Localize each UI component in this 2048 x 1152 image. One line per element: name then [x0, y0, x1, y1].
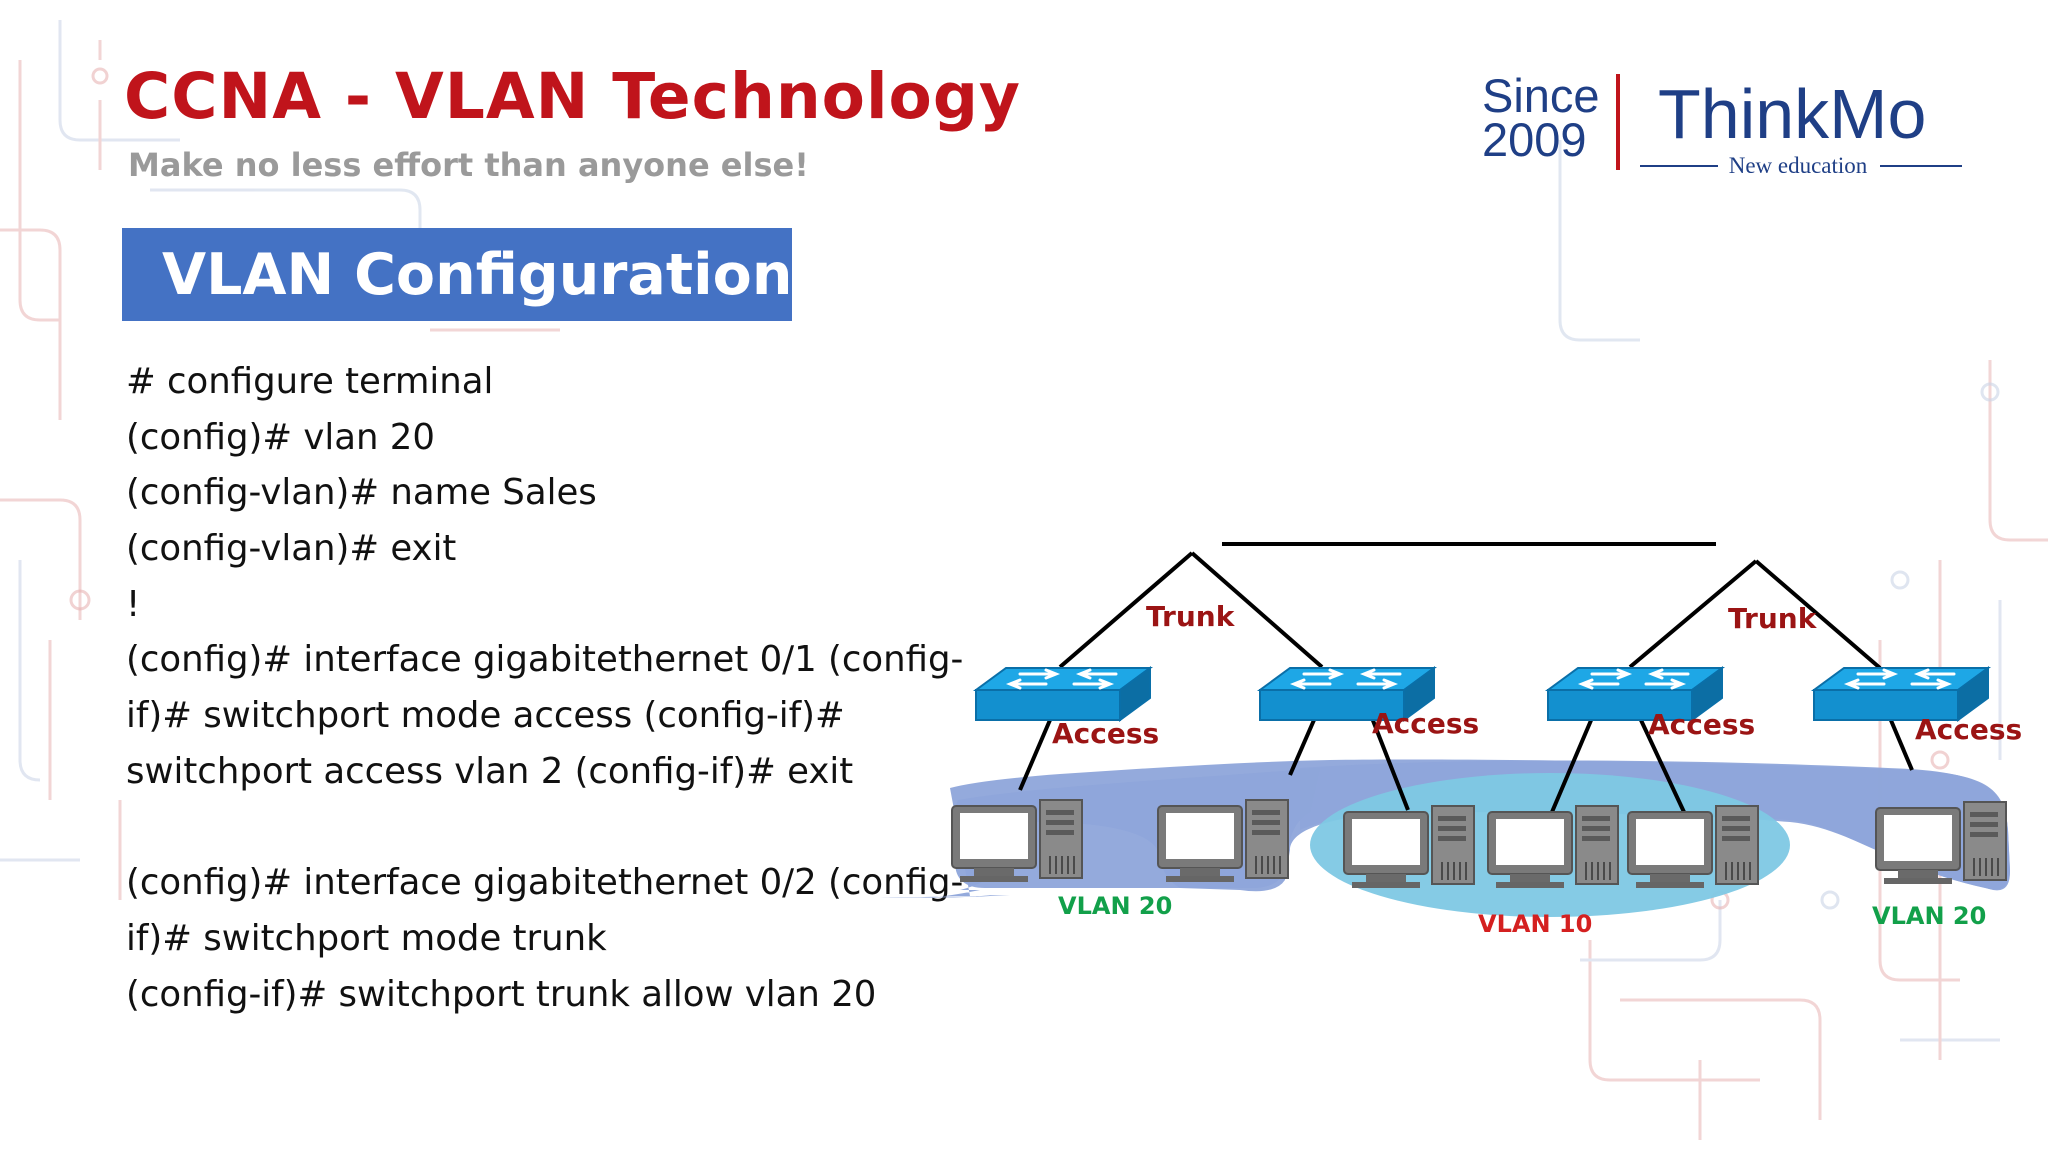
logo-tag-line-right [1880, 165, 1962, 167]
config-line: if)# switchport mode trunk [126, 917, 607, 959]
access-link [1550, 717, 1594, 813]
access-link [1018, 719, 1052, 791]
vlan10-label: VLAN 10 [1478, 910, 1592, 938]
config-line: switchport access vlan 2 (config-if)# ex… [126, 750, 854, 792]
config-line: (config-vlan)# exit [126, 528, 457, 570]
access-label: Access [1915, 713, 2022, 746]
logo-since-text: Since [1482, 69, 1600, 122]
page-title: CCNA - VLAN Technology [124, 60, 1021, 133]
trunk-link [1058, 551, 1194, 669]
config-line: (config-if)# switchport trunk allow vlan… [126, 973, 877, 1015]
section-title: VLAN Configuration [162, 241, 793, 308]
trunk-link [1628, 559, 1758, 669]
thinkmo-logo: Since 2009 ThinkMo New education [1472, 68, 1992, 180]
config-line: if)# switchport mode access (config-if)# [126, 695, 845, 737]
section-header: VLAN Configuration [122, 228, 792, 321]
trunk-link [1754, 559, 1882, 670]
logo-divider [1616, 74, 1620, 170]
access-label: Access [1052, 717, 1159, 750]
trunk-link [1190, 551, 1324, 669]
logo-year-text: 2009 [1482, 113, 1587, 166]
config-line: (config-vlan)# name Sales [126, 472, 597, 514]
switch-icon [974, 666, 1152, 722]
logo-name: ThinkMo [1658, 75, 1927, 153]
logo-tagline: New education [1728, 153, 1868, 178]
access-label: Access [1648, 708, 1755, 741]
vlan20-label: VLAN 20 [1872, 902, 1986, 930]
config-line: (config)# interface gigabitethernet 0/1 … [126, 639, 964, 681]
config-line: ! [126, 583, 141, 625]
logo-tag-line-left [1640, 165, 1718, 167]
config-commands: # configure terminal (config)# vlan 20 (… [126, 354, 972, 1022]
access-label: Access [1372, 707, 1479, 740]
config-line: (config)# interface gigabitethernet 0/2 … [126, 862, 964, 904]
trunk-label: Trunk [1728, 602, 1818, 635]
config-line: (config)# vlan 20 [126, 416, 435, 458]
access-link [1638, 717, 1686, 813]
access-link [1288, 719, 1316, 776]
access-link [1888, 717, 1914, 771]
access-link [1370, 717, 1410, 811]
trunk-label: Trunk [1146, 600, 1236, 633]
vlan20-label: VLAN 20 [1058, 892, 1172, 920]
page-subtitle: Make no less effort than anyone else! [128, 146, 809, 184]
config-line: # configure terminal [126, 361, 494, 402]
